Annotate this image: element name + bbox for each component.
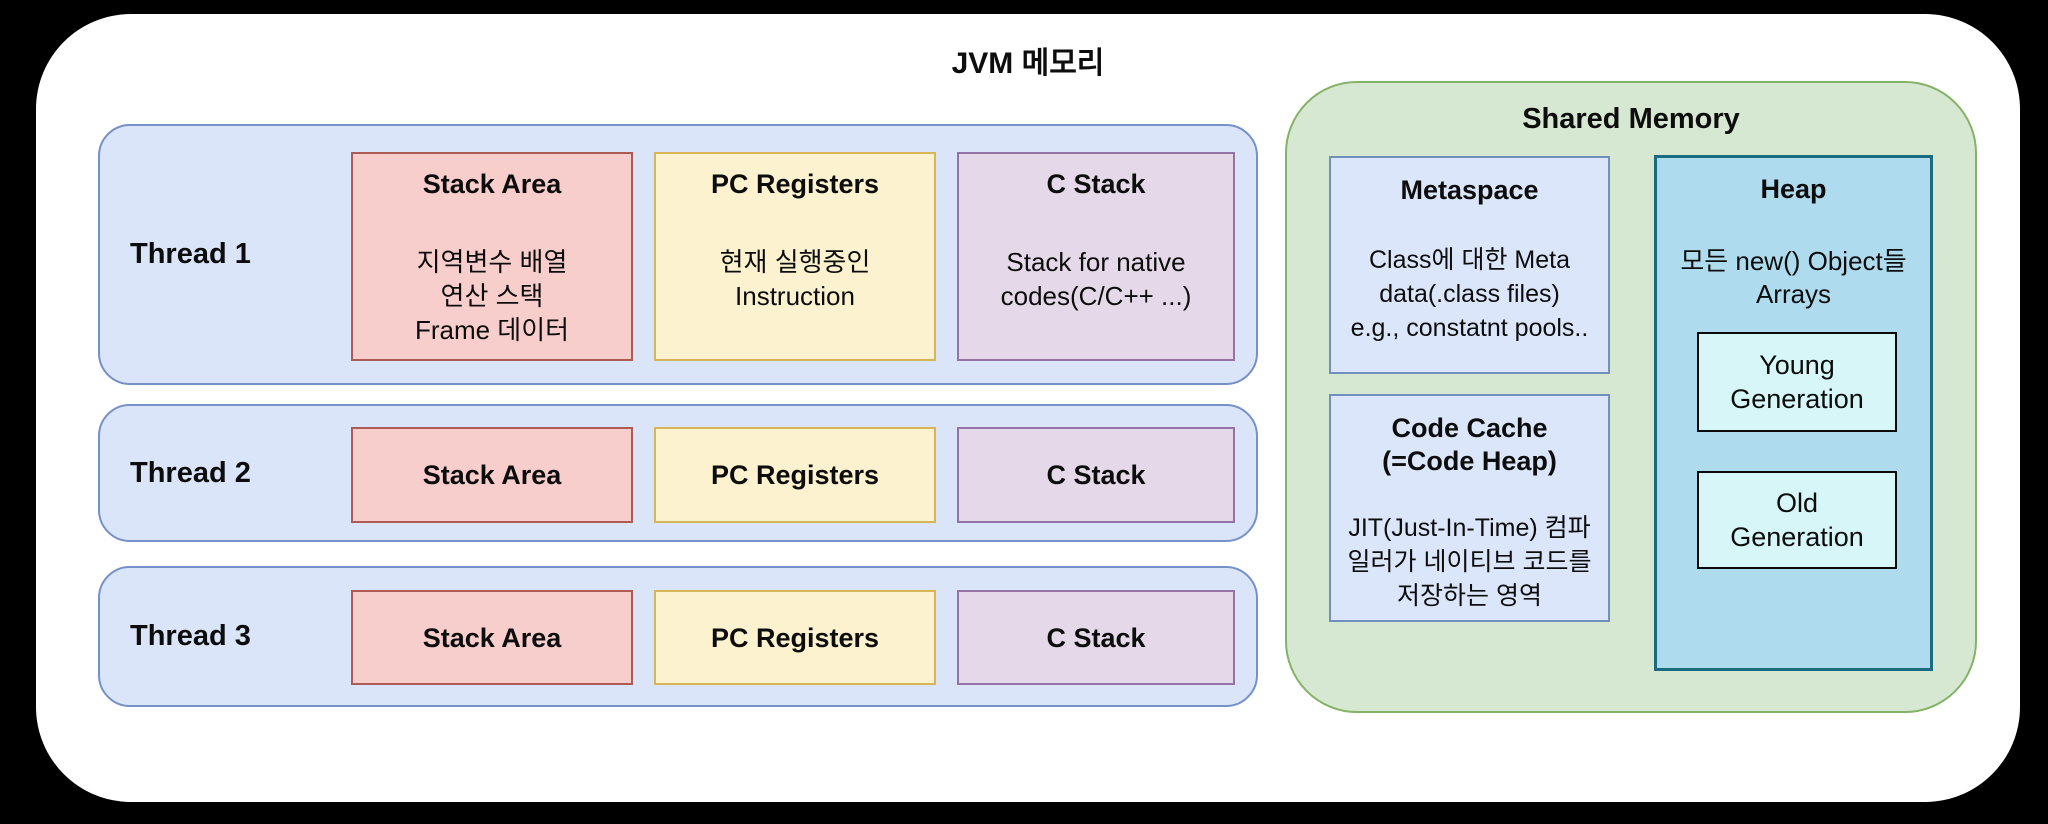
code-cache-box: Code Cache (=Code Heap) JIT(Just-In-Time…: [1329, 394, 1610, 622]
jvm-memory-diagram: JVM 메모리 Thread 1 Stack Area 지역변수 배열 연산 스…: [36, 14, 2020, 802]
c-stack-title: C Stack: [1046, 169, 1146, 199]
code-cache-title: Code Cache (=Code Heap): [1331, 396, 1608, 478]
metaspace-body: Class에 대한 Meta data(.class files) e.g., …: [1331, 243, 1608, 345]
thread-2-row: Thread 2 Stack Area PC Registers C Stack: [98, 404, 1258, 542]
heap-line: Arrays: [1755, 279, 1832, 309]
thread-2-label: Thread 2: [130, 456, 251, 489]
thread-1-row: Thread 1 Stack Area 지역변수 배열 연산 스택 Frame …: [98, 124, 1258, 385]
stack-area-line: Frame 데이터: [414, 315, 570, 345]
code-cache-title-line: Code Cache: [1391, 413, 1548, 443]
pc-registers-title: PC Registers: [710, 622, 880, 653]
young-generation-line: Generation: [1730, 384, 1864, 414]
heap-line: 모든 new() Object들: [1680, 246, 1907, 276]
thread-3-row: Thread 3 Stack Area PC Registers C Stack: [98, 566, 1258, 707]
metaspace-line: Class에 대한 Meta: [1369, 246, 1570, 274]
thread-2-stack-area-box: Stack Area: [351, 427, 633, 523]
code-cache-line: JIT(Just-In-Time) 컴파: [1348, 514, 1591, 542]
code-cache-title-line: (=Code Heap): [1382, 446, 1557, 476]
thread-1-pc-registers-box: PC Registers 현재 실행중인 Instruction: [654, 152, 936, 361]
thread-3-label: Thread 3: [130, 620, 251, 652]
stack-area-title: Stack Area: [422, 622, 562, 653]
pc-registers-title: PC Registers: [710, 169, 880, 199]
metaspace-title: Metaspace: [1400, 175, 1539, 205]
pc-registers-line: 현재 실행중인: [719, 247, 871, 277]
thread-2-c-stack-box: C Stack: [957, 427, 1235, 523]
stack-area-title: Stack Area: [422, 460, 562, 490]
thread-1-label: Thread 1: [130, 238, 251, 270]
c-stack-body: Stack for native codes(C/C++ ...): [959, 245, 1233, 313]
diagram-title: JVM 메모리: [951, 47, 1105, 80]
pc-registers-body: 현재 실행중인 Instruction: [656, 245, 934, 313]
thread-3-c-stack-box: C Stack: [957, 590, 1235, 685]
pc-registers-line: Instruction: [735, 281, 855, 311]
heap-box: Heap 모든 new() Object들 Arrays Young Gener…: [1654, 155, 1933, 671]
old-generation-line: Generation: [1730, 522, 1864, 552]
heap-body: 모든 new() Object들 Arrays: [1657, 245, 1930, 311]
code-cache-line: 저장하는 영역: [1397, 582, 1542, 610]
shared-memory-container: Shared Memory Metaspace Class에 대한 Meta d…: [1285, 81, 1977, 713]
code-cache-line: 일러가 네이티브 코드를: [1347, 548, 1592, 576]
c-stack-line: codes(C/C++ ...): [1000, 281, 1192, 311]
old-generation-line: Old: [1775, 488, 1819, 518]
metaspace-line: e.g., constatnt pools..: [1350, 314, 1589, 342]
c-stack-title: C Stack: [1046, 622, 1146, 653]
c-stack-line: Stack for native: [1006, 247, 1186, 277]
stack-area-line: 연산 스택: [440, 281, 544, 311]
young-generation-line: Young: [1759, 350, 1835, 380]
old-generation-box: Old Generation: [1697, 471, 1897, 569]
shared-memory-title: Shared Memory: [1522, 103, 1740, 135]
stack-area-body: 지역변수 배열 연산 스택 Frame 데이터: [353, 245, 631, 347]
thread-3-stack-area-box: Stack Area: [351, 590, 633, 685]
young-generation-box: Young Generation: [1697, 332, 1897, 432]
pc-registers-title: PC Registers: [710, 460, 880, 490]
metaspace-box: Metaspace Class에 대한 Meta data(.class fil…: [1329, 156, 1610, 374]
code-cache-body: JIT(Just-In-Time) 컴파 일러가 네이티브 코드를 저장하는 영…: [1331, 511, 1608, 613]
thread-1-c-stack-box: C Stack Stack for native codes(C/C++ ...…: [957, 152, 1235, 361]
thread-1-stack-area-box: Stack Area 지역변수 배열 연산 스택 Frame 데이터: [351, 152, 633, 361]
heap-title: Heap: [1760, 174, 1827, 204]
stack-area-title: Stack Area: [422, 169, 562, 199]
stack-area-line: 지역변수 배열: [416, 247, 568, 277]
metaspace-line: data(.class files): [1379, 280, 1560, 308]
c-stack-title: C Stack: [1046, 460, 1146, 490]
thread-2-pc-registers-box: PC Registers: [654, 427, 936, 523]
thread-3-pc-registers-box: PC Registers: [654, 590, 936, 685]
